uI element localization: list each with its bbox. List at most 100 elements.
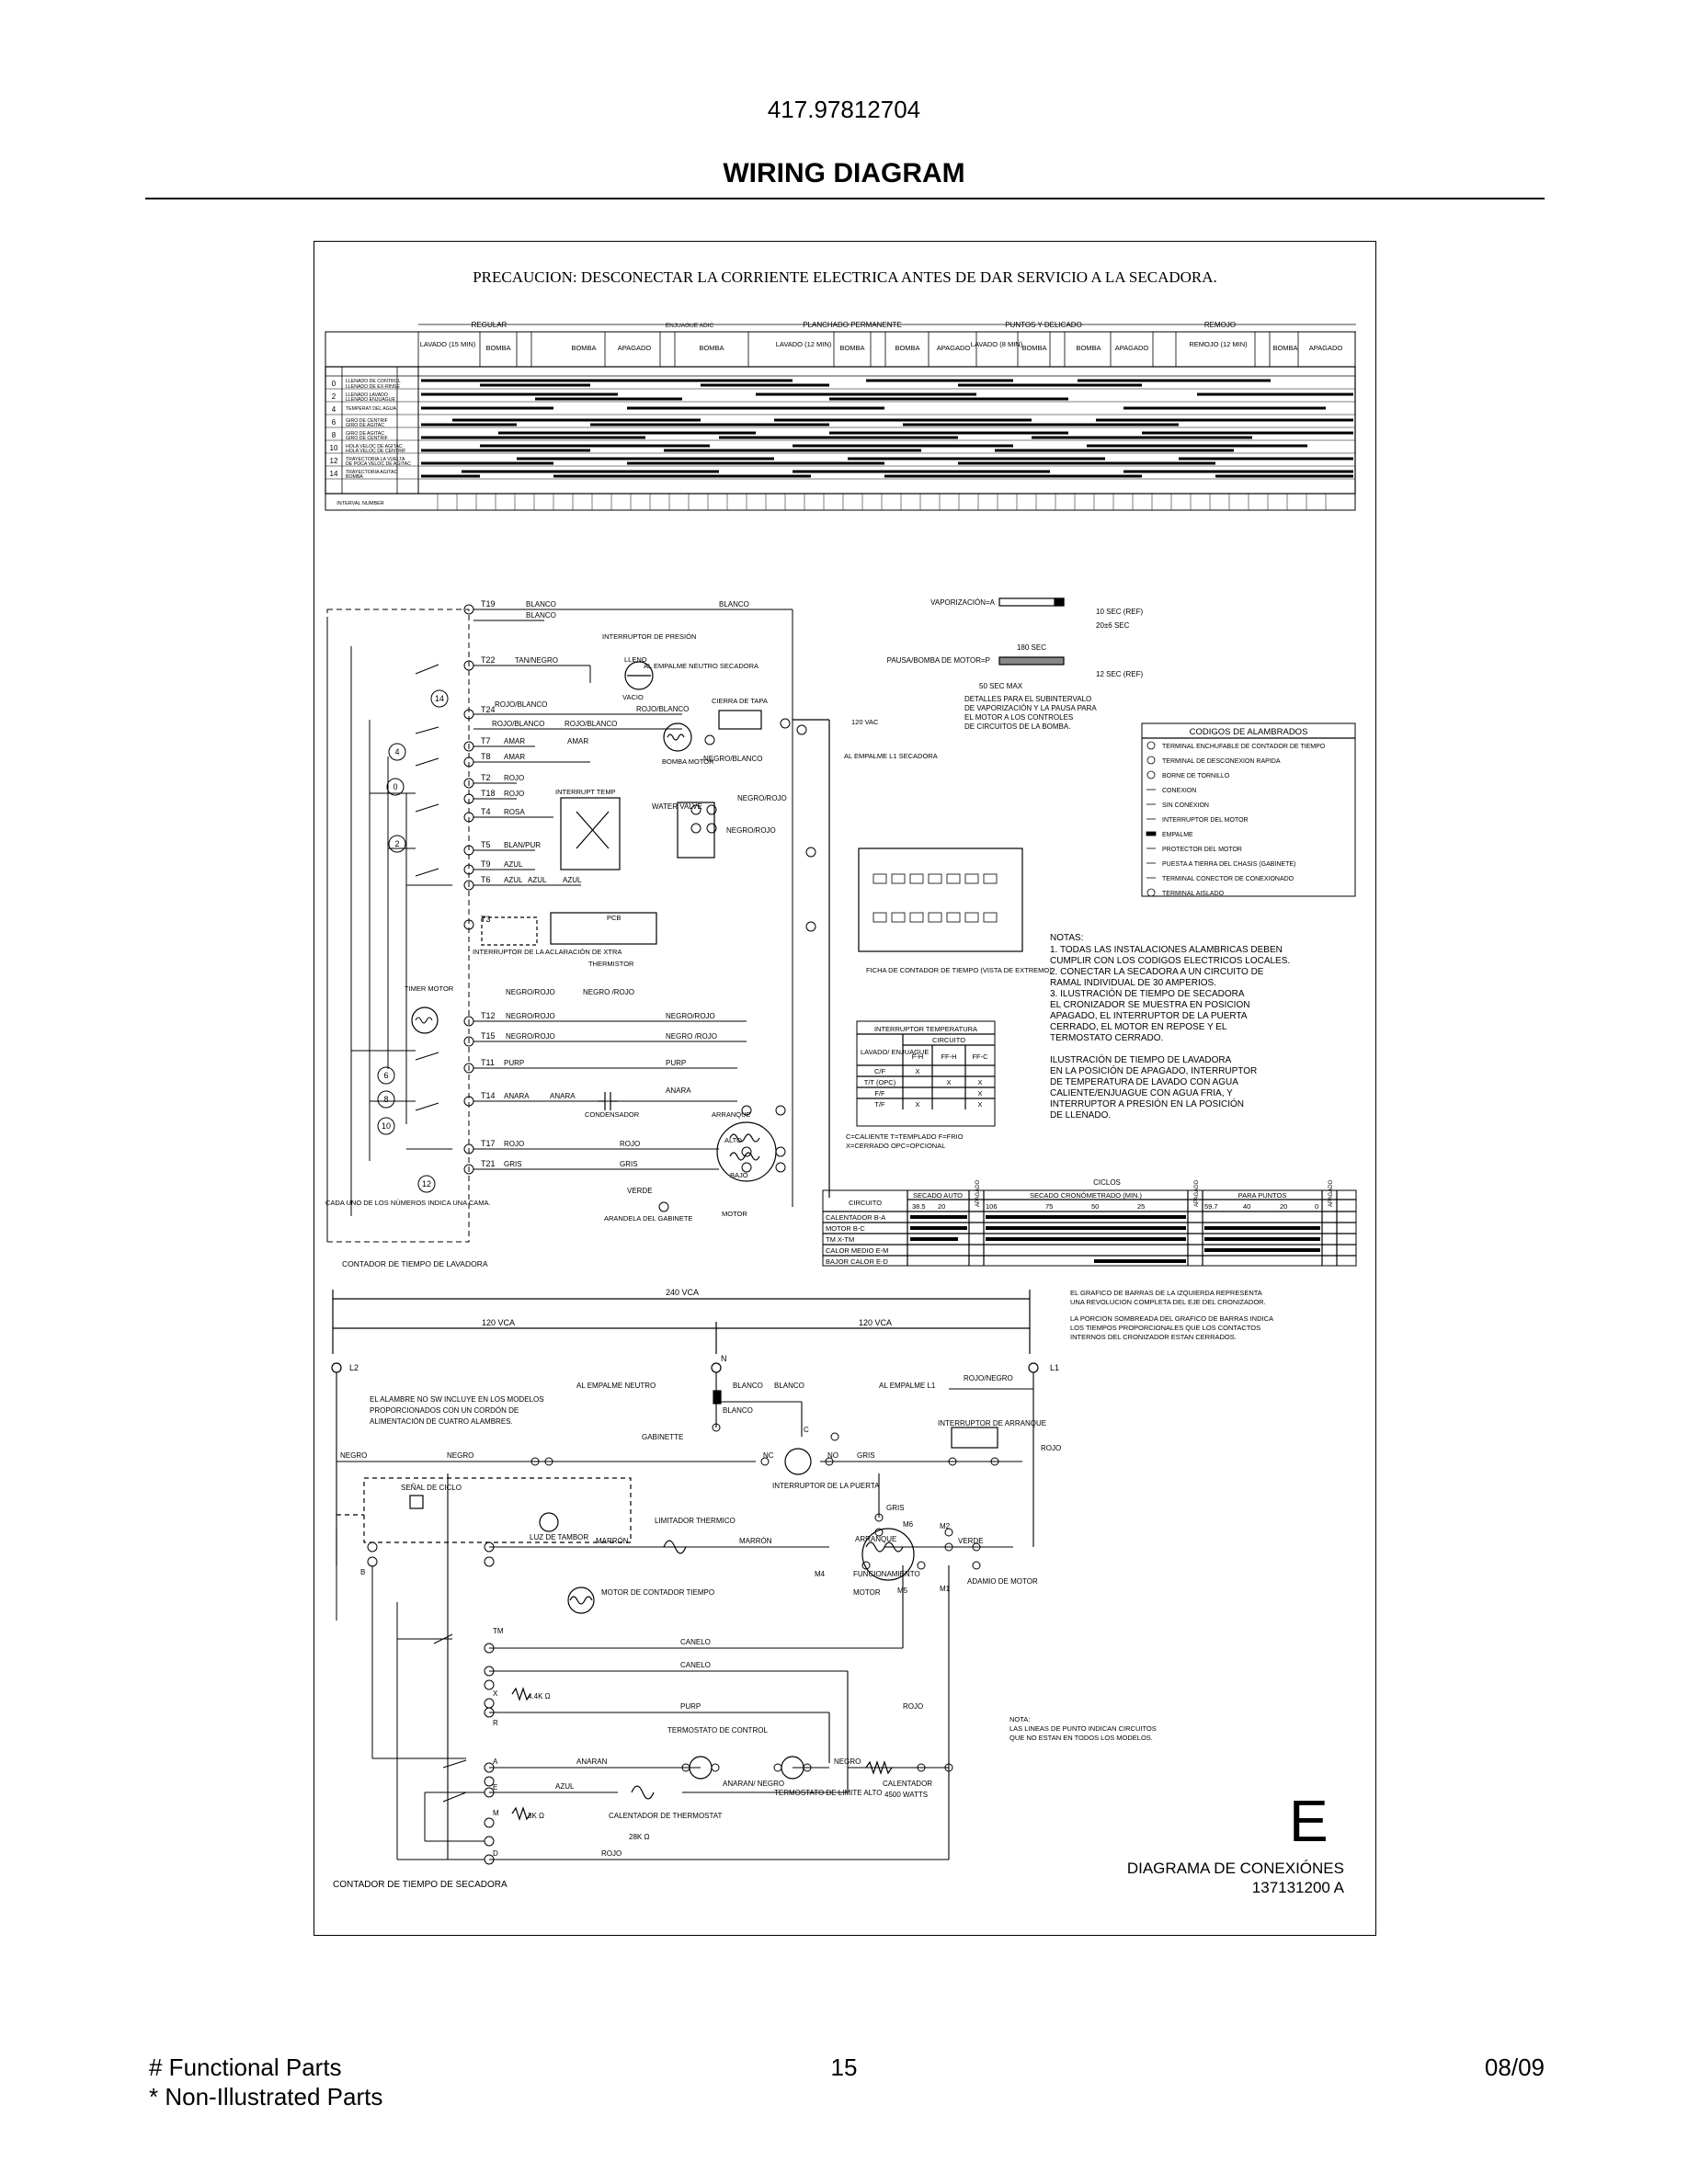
diagram-label: BAJO: [730, 1171, 748, 1179]
diagram-label: GIRO DE AGITAC: [346, 423, 384, 428]
diagram-label: GIRO DE AGITAC: [346, 431, 384, 437]
diagram-label: 10: [330, 444, 338, 452]
diagram-label: GIRO DE CENTRIF: [346, 418, 388, 424]
diagram-label: A: [493, 1757, 498, 1766]
diagram-label: 6: [332, 418, 336, 427]
diagram-label: NEGRO/ROJO: [726, 826, 776, 835]
diagram-label: 0: [393, 782, 397, 791]
diagram-label: ANARA: [550, 1092, 576, 1100]
diagram-label: EL GRAFICO DE BARRAS DE LA IZQUIERDA REP…: [1070, 1289, 1262, 1297]
diagram-label: BOMBA: [1272, 344, 1297, 352]
diagram-label: ROJO/BLANCO: [492, 720, 544, 728]
water-valve-icon: [677, 802, 715, 859]
diagram-label: PURP: [666, 1059, 686, 1067]
diagram-label: CANELO: [680, 1661, 711, 1669]
diagram-label: 20: [1280, 1202, 1287, 1211]
diagram-label: T/T (OPC): [864, 1078, 896, 1086]
diagram-label: NEGRO: [340, 1451, 367, 1460]
diagram-label: LLENO: [624, 655, 647, 664]
diagram-label: T8: [481, 752, 491, 761]
diagram-label: ARRANQUE: [855, 1535, 896, 1543]
diagram-label: ANARAN/ NEGRO: [723, 1780, 784, 1788]
diagram-label: BLANCO: [719, 600, 749, 609]
diagram-label: CICLOS: [1093, 1178, 1121, 1187]
diagram-label: 20±6 SEC: [1096, 621, 1130, 630]
diagram-label: 8: [332, 431, 336, 439]
diagram-label: E: [493, 1783, 497, 1792]
diagram-label: DE TEMPERATURA DE LAVADO CON AGUA: [1050, 1077, 1238, 1087]
cycle-signal-icon: [409, 1495, 424, 1509]
model-number: 417.97812704: [767, 96, 921, 123]
diagram-label: LAVADO (15 MIN): [420, 340, 476, 348]
diagram-label: BOMBA MOTOR: [662, 757, 714, 766]
diagram-label: LA PORCION SOMBREADA DEL GRAFICO DE BARR…: [1070, 1314, 1273, 1323]
diagram-label: DE POCA VELOC DE AGITAC: [346, 461, 411, 467]
diagram-label: AL EMPALME NEUTRO SECADORA: [644, 662, 758, 670]
diagram-label: BLANCO: [733, 1382, 763, 1390]
diagram-label: CALENTADOR B-A: [826, 1213, 885, 1222]
diagram-label: MARRÓN: [596, 1537, 629, 1545]
temp-switch-box: [560, 797, 621, 870]
diagram-label: CALENTADOR: [883, 1780, 932, 1788]
diagram-label: ADAMIO DE MOTOR: [967, 1577, 1038, 1586]
diagram-label: BLANCO: [526, 611, 556, 620]
diagram-label: NO: [827, 1451, 838, 1460]
diagram-label: D: [493, 1849, 498, 1858]
diagram-label: VERDE: [958, 1537, 984, 1545]
diagram-label: DE LLENADO.: [1050, 1110, 1111, 1120]
diagram-label: FICHA DE CONTADOR DE TIEMPO (VISTA DE EX…: [866, 966, 1052, 974]
diagram-label: NEGRO/ROJO: [506, 988, 555, 996]
dryer-motor-icon: [861, 1528, 915, 1581]
diagram-label: CIERRA DE TAPA: [712, 697, 768, 705]
diagram-label: PURP: [680, 1702, 701, 1711]
diagram-label: HOLA VELOC DE CENTRIF: [346, 449, 405, 454]
pump-motor-icon: [663, 722, 692, 752]
diagram-label: DE CIRCUITOS DE LA BOMBA.: [964, 722, 1070, 731]
diagram-label: NC: [763, 1451, 774, 1460]
diagram-label: 4.4K Ω: [528, 1692, 551, 1701]
diagram-label: B: [360, 1568, 365, 1576]
diagram-label: CONDENSADOR: [585, 1110, 640, 1119]
diagram-label: BOMBA: [699, 344, 724, 352]
diagram-label: 12 SEC (REF): [1096, 670, 1143, 678]
diagram-label: BOMBA: [1021, 344, 1046, 352]
diagram-label: 0: [1315, 1202, 1318, 1211]
diagram-label: BLANCO: [723, 1406, 753, 1415]
diagram-label: 10: [382, 1121, 391, 1131]
diagram-label: SIN CONEXION: [1162, 802, 1209, 809]
diagram-label: LAVADO/ ENJUAGUE: [861, 1048, 929, 1056]
diagram-label: T21: [481, 1159, 496, 1168]
diagram-label: UNA REVOLUCION COMPLETA DEL EJE DEL CRON…: [1070, 1298, 1266, 1306]
diagram-label: EN LA POSICIÓN DE APAGADO, INTERRUPTOR: [1050, 1064, 1257, 1076]
notes: NOTAS: 1. TODAS LAS INSTALACIONES ALAMBR…: [1050, 933, 1290, 1120]
diagram-label: T7: [481, 736, 491, 745]
diagram-label: NEGRO/BLANCO: [703, 755, 762, 763]
diagram-label: INTERRUPTOR DE ARRANQUE: [938, 1419, 1046, 1428]
diagram-label: AZUL: [504, 860, 523, 869]
diagram-label: BLAN/PUR: [504, 841, 541, 849]
diagram-label: 0: [332, 380, 336, 388]
legend-title: CODIGOS DE ALAMBRADOS: [1190, 727, 1308, 737]
diagram-label: 240 VCA: [666, 1288, 699, 1297]
diagram-label: ROJO: [620, 1140, 640, 1148]
wiring-diagram-svg: PRECAUCION: DESCONECTAR LA CORRIENTE ELE…: [325, 268, 1357, 1896]
diagram-label: AZUL: [504, 876, 523, 884]
diagram-label: T12: [481, 1011, 496, 1020]
diagram-label: 28K Ω: [629, 1833, 649, 1841]
diagram-label: NOTA:: [1009, 1715, 1030, 1723]
diagram-label: MOTOR B-C: [826, 1224, 865, 1233]
diagram-label: CADA UNO DE LOS NÚMEROS INDICA UNA CAMA.: [325, 1199, 491, 1207]
diagram-label: INTERRUPTOR A PRESIÓN EN LA POSICIÓN: [1050, 1098, 1244, 1109]
diagram-label: M4: [815, 1570, 826, 1578]
diagram-label: 10 SEC (REF): [1096, 608, 1143, 616]
diagram-label: PROTECTOR DEL MOTOR: [1162, 847, 1242, 853]
diagram-label: BLANCO: [526, 600, 556, 609]
diagram-label: L1: [1050, 1363, 1059, 1372]
diagram-label: T22: [481, 655, 496, 665]
diagram-label: 50: [1091, 1202, 1099, 1211]
diagram-label: DETALLES PARA EL SUBINTERVALO: [964, 695, 1091, 703]
diagram-label: WATER VALVE: [652, 802, 702, 811]
revision-date: 08/09: [1484, 2053, 1545, 2081]
diagram-label: 25: [1137, 1202, 1145, 1211]
diagram-label: GIRO DE CENTRIF: [346, 436, 388, 441]
